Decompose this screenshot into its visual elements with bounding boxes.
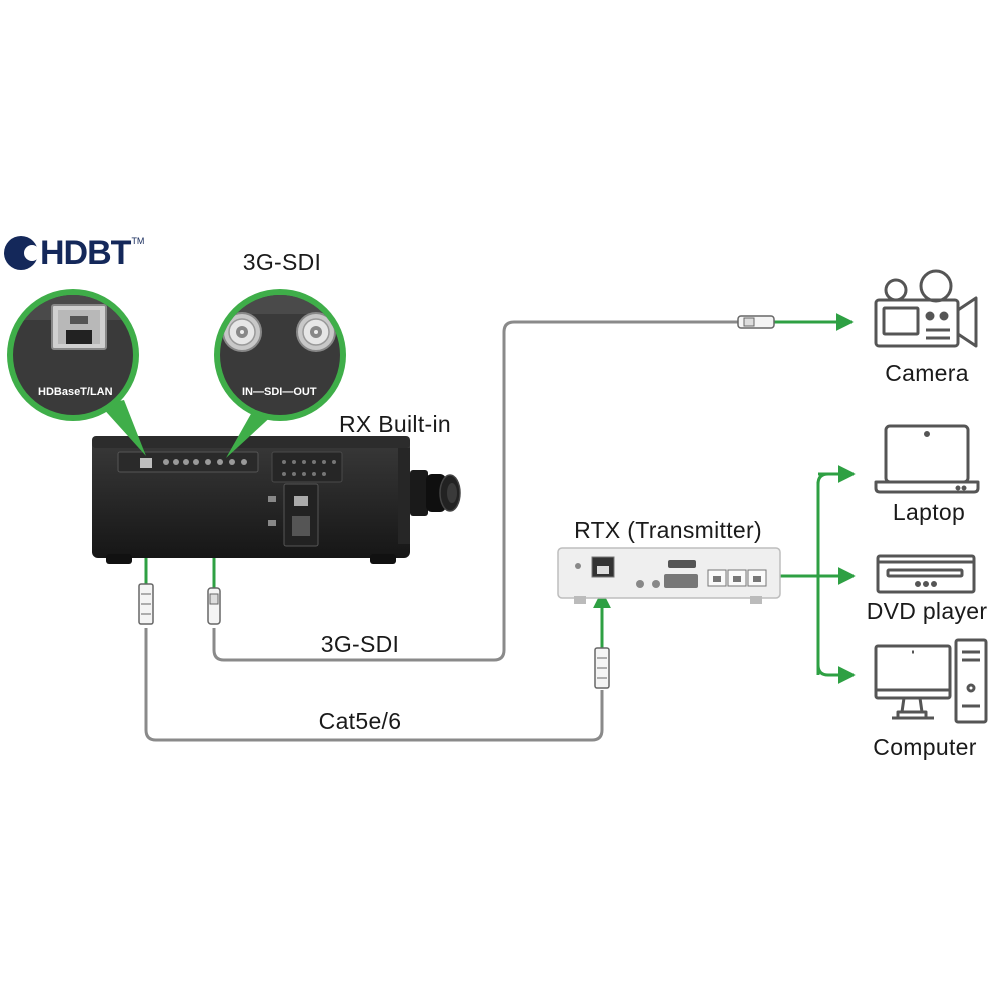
hdbaset-logo: HDBT TM bbox=[4, 236, 144, 270]
rx-built-in-label: RX Built-in bbox=[339, 411, 451, 437]
rj45-plug-rx bbox=[138, 583, 154, 625]
projector bbox=[92, 436, 461, 564]
rtx-transmitter-label: RTX (Transmitter) bbox=[574, 517, 762, 543]
hdbaset-logo-text: HDBT bbox=[40, 234, 131, 272]
sdi-cable bbox=[212, 320, 738, 662]
sdi-cable-label: 3G-SDI bbox=[320, 631, 400, 657]
sdi-out-port bbox=[296, 312, 336, 352]
rj45-plug-rtx bbox=[594, 647, 610, 689]
sdi-heading: 3G-SDI bbox=[242, 249, 322, 275]
computer-icon bbox=[874, 638, 988, 724]
hdbaset-logo-tm: TM bbox=[131, 236, 145, 246]
laptop-arrow-bend bbox=[816, 472, 829, 485]
dvd-player-icon bbox=[876, 554, 976, 594]
sdi-callout-caption: IN—SDI—OUT bbox=[242, 386, 317, 398]
sdi-plug-camera bbox=[737, 315, 775, 329]
device-label-computer: Computer bbox=[873, 734, 977, 760]
device-label-camera: Camera bbox=[885, 360, 969, 386]
cat-cable-label: Cat5e/6 bbox=[318, 708, 402, 734]
sdi-plug-rx bbox=[207, 587, 221, 625]
device-label-laptop: Laptop bbox=[892, 499, 966, 525]
camera-icon bbox=[874, 269, 978, 348]
lan-callout-caption: HDBaseT/LAN bbox=[38, 386, 113, 398]
rtx-transmitter bbox=[557, 547, 781, 604]
hdbaset-logo-mark bbox=[4, 236, 40, 270]
sdi-in-port bbox=[222, 312, 262, 352]
cat-cable bbox=[144, 628, 604, 742]
device-label-dvd: DVD player bbox=[866, 598, 988, 624]
laptop-icon bbox=[874, 424, 980, 494]
lan-callout bbox=[7, 289, 146, 456]
sdi-callout bbox=[214, 289, 346, 458]
computer-arrow-bend bbox=[816, 664, 829, 677]
